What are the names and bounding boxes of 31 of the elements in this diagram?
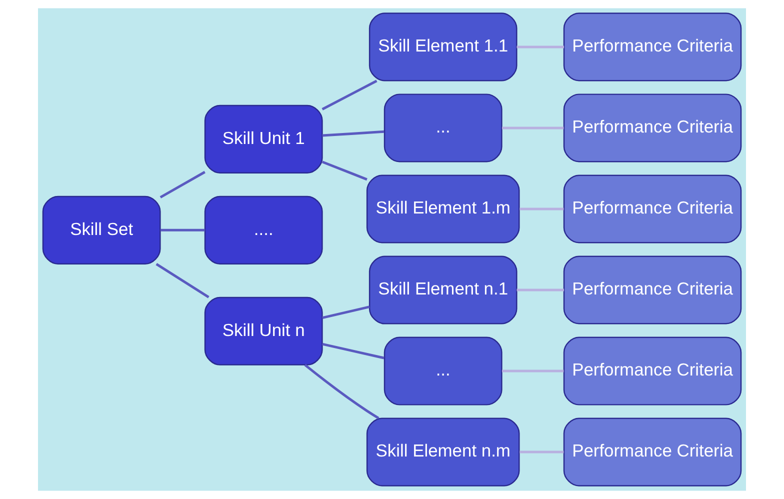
connector xyxy=(322,342,384,360)
node-box: Skill Element 1.1 xyxy=(368,12,518,82)
connector xyxy=(516,288,564,292)
node-box: Skill Element n.m xyxy=(366,418,520,486)
connector xyxy=(322,306,370,319)
node-box: .... xyxy=(204,196,323,264)
node-box: ... xyxy=(384,336,502,406)
node-box: Skill Unit 1 xyxy=(204,104,323,174)
connector xyxy=(160,228,205,232)
node-box: Performance Criteria xyxy=(563,256,742,324)
connector xyxy=(516,46,564,48)
node-box: Performance Criteria xyxy=(563,174,742,244)
connector xyxy=(502,370,564,372)
connector xyxy=(502,126,564,130)
connector xyxy=(160,170,206,198)
connector xyxy=(322,80,378,110)
connector xyxy=(322,130,384,137)
node-box: Skill Set xyxy=(42,196,161,264)
connector xyxy=(520,208,564,210)
node-box: ... xyxy=(384,94,502,162)
node-box: Skill Unit n xyxy=(204,296,323,366)
node-box: Performance Criteria xyxy=(563,94,742,162)
node-box: Performance Criteria xyxy=(563,336,742,406)
node-box: Skill Element n.1 xyxy=(368,256,518,324)
connector xyxy=(322,160,368,181)
connector xyxy=(520,450,564,454)
connector xyxy=(304,364,380,420)
connector xyxy=(156,263,210,298)
node-box: Performance Criteria xyxy=(563,12,742,82)
node-box: Performance Criteria xyxy=(563,418,742,486)
node-box: Skill Element 1.m xyxy=(366,174,520,244)
